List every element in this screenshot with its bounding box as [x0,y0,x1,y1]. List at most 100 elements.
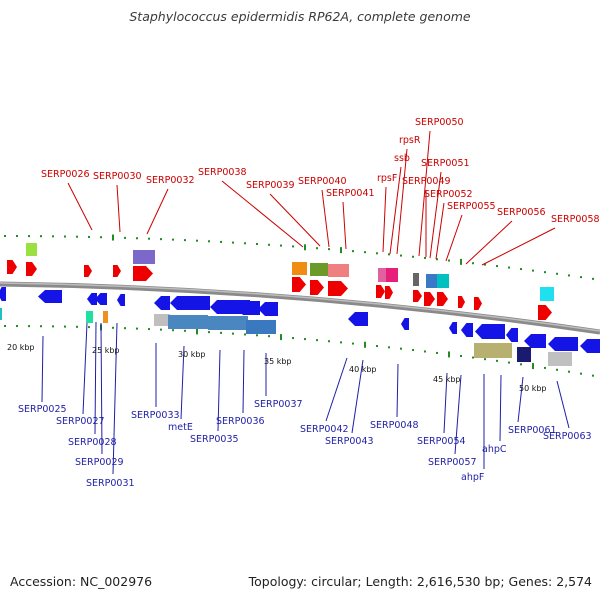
kbp-scale-label: 50 kbp [519,384,547,393]
gene-box [386,268,398,282]
leader-line [67,182,93,231]
gene-arrow [385,286,393,299]
gene-arrow [87,293,97,305]
leader-line [351,359,364,434]
label-leader-lines [41,130,570,475]
gene-arrow [401,318,409,330]
gene-label: SERP0057 [428,457,477,468]
gene-box [540,287,554,301]
tick-mark [316,247,318,250]
leader-line [396,363,399,418]
gene-arrow [474,297,482,310]
tick-mark [136,327,138,330]
gene-label: SERP0063 [543,431,592,442]
leader-line [112,322,118,475]
leader-line [389,166,402,255]
tick-mark [388,253,390,256]
tick-rows [4,234,594,377]
leader-line [146,188,169,235]
tick-mark [412,349,414,352]
leader-line [445,214,463,262]
tick-mark [316,339,318,342]
tick-mark [124,236,126,239]
topology-text: Topology: circular; Length: 2,616,530 bp… [248,574,592,589]
gene-arrow [437,292,448,306]
tick-mark [556,272,558,275]
leader-line [382,186,387,253]
tick-mark [208,331,210,334]
gene-box [548,352,572,366]
tick-mark [436,258,438,261]
tick-mark [520,268,522,271]
gene-arrow [538,305,552,320]
tick-mark [400,347,402,350]
tick-mark [364,341,366,348]
gene-box [133,250,155,264]
map-title: Staphylococcus epidermidis RP62A, comple… [129,9,471,24]
kbp-scale-label: 45 kbp [433,375,461,384]
leader-line [556,380,570,429]
leader-line [180,345,185,420]
gene-box [0,308,2,320]
tick-mark [304,244,306,251]
leader-line [41,335,44,403]
kbp-scale-label: 40 kbp [349,365,377,374]
tick-mark [52,325,54,328]
gene-arrow [170,296,210,310]
gene-label: SERP0036 [216,416,265,427]
gene-arrow [506,328,518,342]
gene-arrow [348,312,368,326]
gene-label: ahpF [461,472,484,483]
leader-line [517,376,524,423]
tick-mark [148,328,150,331]
tick-mark [532,269,534,272]
gene-features [0,243,600,366]
tick-mark [196,239,198,242]
gene-label: ssb [394,153,410,164]
gene-arrow [133,266,153,281]
tick-mark [544,366,546,369]
tick-mark [88,235,90,238]
gene-label: SERP0040 [298,176,347,187]
tick-mark [580,276,582,279]
gene-label: rpsR [399,135,421,146]
gene-box [413,273,419,286]
kbp-scale-label: 30 kbp [178,350,206,359]
tick-mark [160,328,162,331]
tick-mark [196,328,198,335]
leader-line [342,201,347,250]
tick-mark [280,244,282,247]
tick-mark [292,245,294,248]
tick-mark [508,361,510,364]
tick-mark [28,325,30,328]
leader-line [321,189,330,248]
tick-mark [268,243,270,246]
tick-mark [268,335,270,338]
gene-arrow [117,294,125,306]
gene-box [378,268,386,282]
tick-mark [64,325,66,328]
gene-label: SERP0033 [131,410,180,421]
tick-mark [580,372,582,375]
tick-mark [40,325,42,328]
kbp-scale-label: 35 kbp [264,357,292,366]
gene-box [426,274,438,288]
gene-label: SERP0032 [146,175,195,186]
tick-mark [496,359,498,362]
tick-mark [520,363,522,366]
gene-label: SERP0039 [246,180,295,191]
gene-label: SERP0031 [86,478,135,489]
gene-arrow [449,322,457,334]
tick-mark [568,274,570,277]
tick-mark [448,351,450,358]
gene-arrow [376,285,385,298]
gene-label: SERP0058 [551,214,600,225]
tick-mark [592,374,594,377]
leader-line [94,321,97,435]
leader-line [454,374,462,455]
gene-label: SERP0048 [370,420,419,431]
tick-mark [328,248,330,251]
tick-mark [568,370,570,373]
gene-label: SERP0042 [300,424,349,435]
tick-mark [208,240,210,243]
